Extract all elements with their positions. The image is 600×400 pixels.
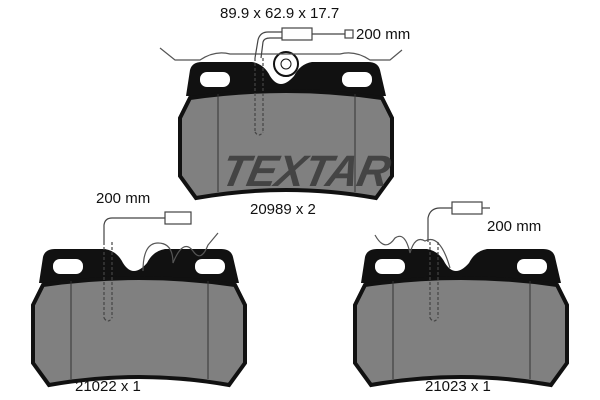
- sensor-length-top: 200 mm: [356, 26, 411, 43]
- pad-21022: [31, 232, 247, 387]
- wear-sensor-top: [254, 27, 354, 136]
- dimensions-label: 89.9 x 62.9 x 17.7: [220, 5, 340, 22]
- sensor-length-right: 200 mm: [487, 218, 542, 235]
- part-number-left: 21022 x 1: [75, 378, 141, 395]
- sensor-length-left: 200 mm: [96, 190, 151, 207]
- pad-21023: [353, 234, 569, 387]
- wear-sensor-right: [427, 201, 490, 322]
- textar-watermark-logo: TEXTAR: [216, 147, 395, 196]
- pad-20989: [159, 47, 403, 200]
- wear-sensor-left: [103, 211, 192, 322]
- part-number-top: 20989 x 2: [250, 201, 316, 218]
- part-number-right: 21023 x 1: [425, 378, 491, 395]
